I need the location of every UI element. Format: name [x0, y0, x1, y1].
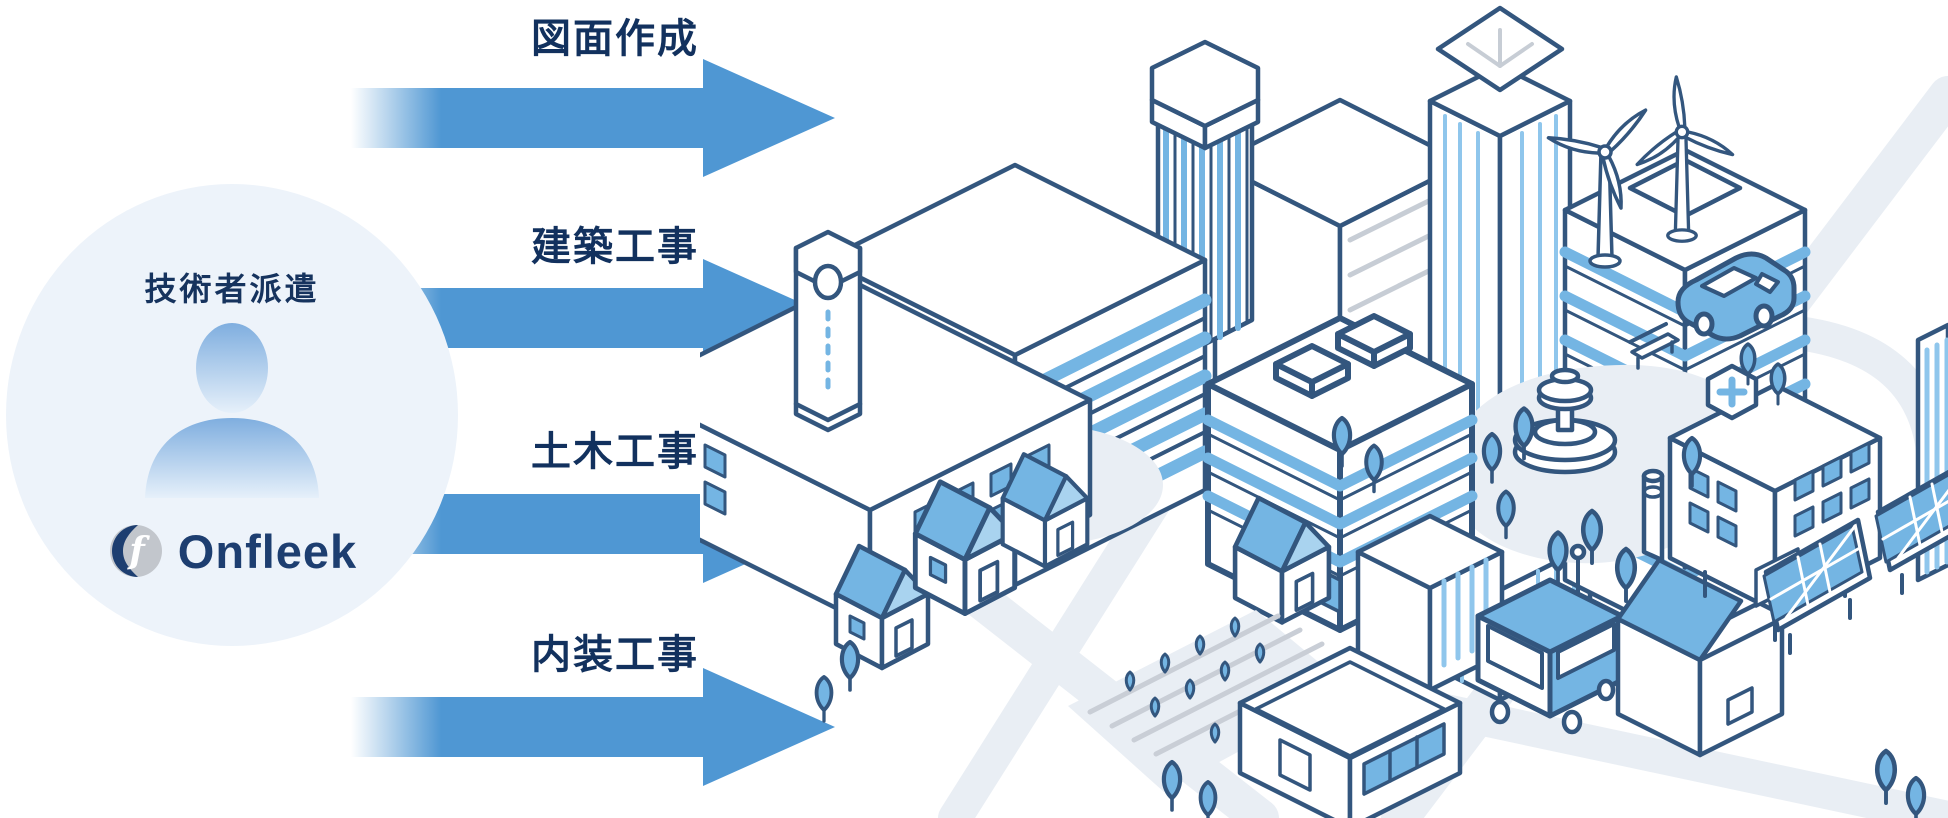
flow-label-interior: 内装工事	[531, 633, 699, 677]
provider-circle: 技術者派遣 f Onfleek	[6, 184, 458, 646]
city-illustration	[700, 5, 1948, 818]
solar-panel-icon	[1762, 517, 1873, 655]
provider-title: 技術者派遣	[144, 271, 320, 307]
store-building	[1237, 645, 1463, 818]
wind-turbine-icon	[1546, 108, 1648, 269]
onfleek-logo-text: Onfleek	[177, 524, 358, 578]
clock-tower	[793, 229, 863, 433]
clock-icon	[812, 263, 844, 301]
tree-icon	[814, 342, 1927, 818]
bus-icon	[1475, 577, 1625, 735]
onfleek-logo: f Onfleek	[6, 522, 458, 580]
person-silhouette-icon	[145, 323, 319, 498]
onfleek-logo-icon: f	[109, 525, 162, 577]
flow-label-architecture: 建築工事	[531, 225, 699, 269]
house-icon	[912, 479, 1018, 617]
hex-top-tower	[1149, 39, 1261, 347]
bench-icon	[1628, 322, 1680, 370]
arrow-right-icon	[351, 668, 835, 786]
medical-cross-icon	[1705, 363, 1759, 421]
house-icon	[1000, 452, 1090, 569]
wind-turbine-icon	[1635, 75, 1735, 243]
fountain-icon	[1512, 367, 1618, 475]
flow-label-drawing: 図面作成	[531, 17, 699, 61]
solar-panel-icon	[1874, 469, 1948, 595]
house-icon	[1232, 495, 1332, 625]
crop-field	[1068, 610, 1352, 792]
arrow-right-icon	[351, 59, 835, 177]
flow-label-civil: 土木工事	[531, 430, 699, 474]
car-icon	[1675, 251, 1797, 342]
